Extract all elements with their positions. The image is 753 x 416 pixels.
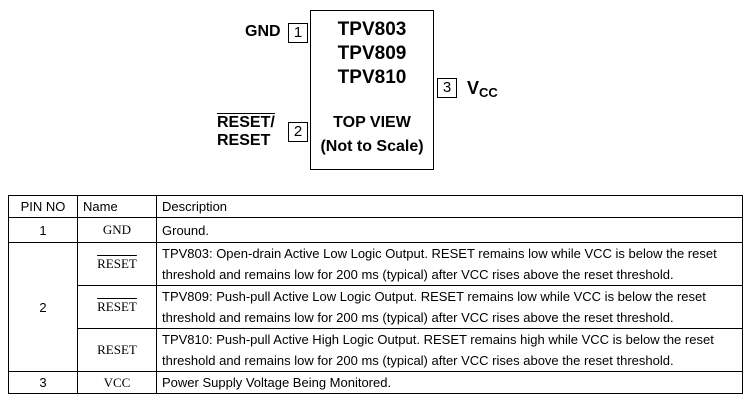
pin3-label: VCC bbox=[467, 78, 498, 100]
table-row: 3 VCC Power Supply Voltage Being Monitor… bbox=[8, 371, 743, 394]
name-text: RESET bbox=[97, 299, 137, 314]
name-cell: RESET bbox=[77, 242, 157, 286]
chip-package: TPV803 TPV809 TPV810 TOP VIEW (Not to Sc… bbox=[310, 10, 434, 170]
pin-cell: 3 bbox=[8, 371, 78, 394]
header-description: Description bbox=[156, 195, 743, 218]
pin2-number: 2 bbox=[288, 122, 308, 142]
pin-cell: 2 bbox=[8, 242, 78, 372]
table-row: RESET TPV810: Push-pull Active High Logi… bbox=[9, 328, 743, 372]
name-cell: VCC bbox=[77, 371, 157, 394]
name-text: RESET bbox=[97, 256, 137, 271]
name-cell: RESET bbox=[77, 328, 157, 372]
name-cell: GND bbox=[77, 217, 157, 243]
part-number-3: TPV810 bbox=[337, 67, 407, 88]
pin2-label-line1: RESET/ bbox=[217, 113, 275, 132]
header-name: Name bbox=[77, 195, 157, 218]
scale-note: (Not to Scale) bbox=[320, 138, 424, 155]
description-cell: TPV810: Push-pull Active High Logic Outp… bbox=[156, 328, 743, 372]
description-cell: TPV809: Push-pull Active Low Logic Outpu… bbox=[156, 285, 743, 329]
description-cell: Power Supply Voltage Being Monitored. bbox=[156, 371, 743, 394]
pin3-label-sub: CC bbox=[479, 85, 498, 100]
pin-cell: 1 bbox=[8, 217, 78, 243]
description-cell: TPV803: Open-drain Active Low Logic Outp… bbox=[156, 242, 743, 286]
pin1-label: GND bbox=[245, 23, 281, 40]
table-row: 1 GND Ground. bbox=[8, 217, 743, 243]
pin1-number: 1 bbox=[288, 23, 308, 43]
pin2-label-line1-text: RESET/ bbox=[217, 113, 275, 131]
table-row: RESET TPV809: Push-pull Active Low Logic… bbox=[9, 285, 743, 329]
table-header-row: PIN NO Name Description bbox=[8, 195, 743, 218]
header-pin-no: PIN NO bbox=[8, 195, 78, 218]
view-label: TOP VIEW bbox=[333, 114, 411, 131]
description-cell: Ground. bbox=[156, 217, 743, 243]
part-number-1: TPV803 bbox=[337, 19, 407, 40]
pin2-label-line2: RESET bbox=[217, 132, 271, 149]
name-cell: RESET bbox=[77, 285, 157, 329]
table-row: 2 RESET TPV803: Open-drain Active Low Lo… bbox=[8, 242, 743, 372]
pin3-label-main: V bbox=[467, 78, 480, 98]
pin-description-table: PIN NO Name Description 1 GND Ground. 2 … bbox=[8, 195, 743, 394]
part-number-2: TPV809 bbox=[337, 43, 407, 64]
pin3-number: 3 bbox=[437, 78, 457, 98]
